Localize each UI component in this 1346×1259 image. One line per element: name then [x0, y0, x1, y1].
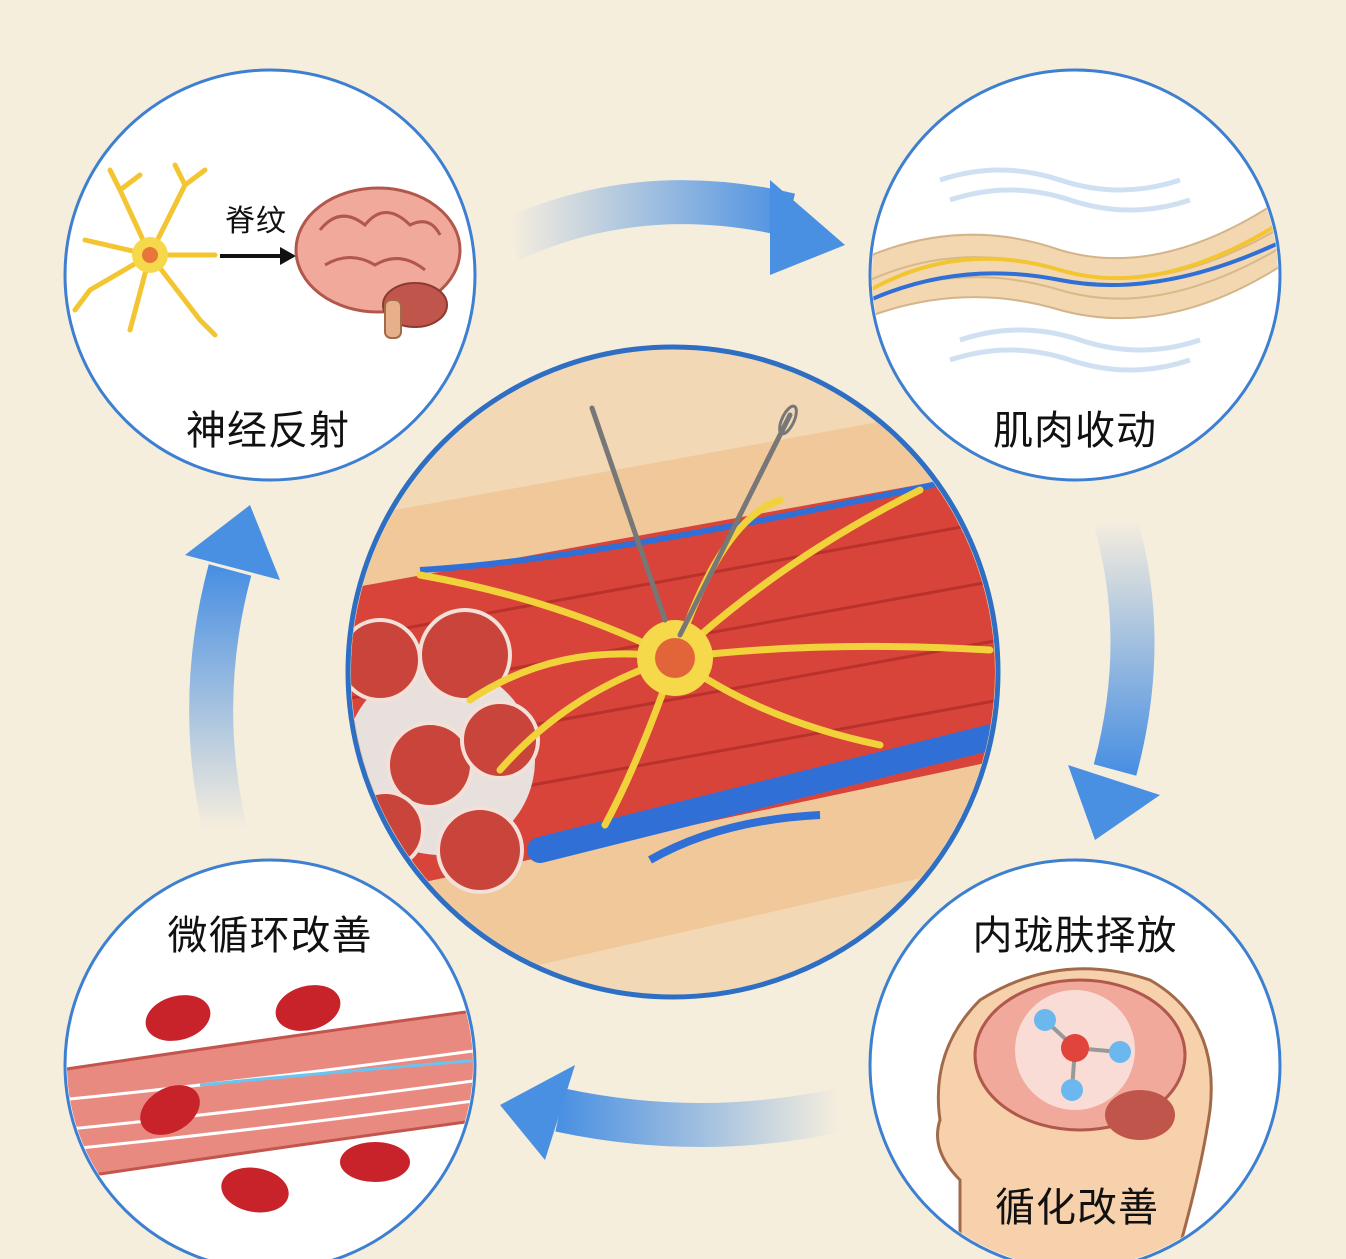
microcirculation-circle: [63, 858, 477, 1259]
endorphin-release-circle: [868, 858, 1282, 1259]
endorphin-release-label: 内珑肤择放: [972, 913, 1178, 959]
blood-vessel: [527, 722, 995, 863]
muscle-contraction-circle: [868, 68, 1282, 482]
acupuncture-center-circle: [345, 344, 1001, 1000]
circulation-improve-label: 循化改善: [995, 1185, 1159, 1231]
acupuncture-needle-icon: [589, 405, 793, 638]
spine-arrow-label: 脊纹: [225, 204, 287, 239]
muscle-contraction-label: 肌肉收动: [993, 408, 1157, 454]
arrow-bottom: [500, 1065, 845, 1160]
neuron-icon: [416, 486, 994, 829]
arrow-left: [185, 505, 280, 835]
nerve-reflex-circle: [63, 68, 477, 482]
neuron-icon: [72, 162, 218, 338]
microcirculation-label: 微循环改善: [167, 913, 373, 959]
nerve-reflex-label: 神经反射: [186, 408, 350, 454]
arrow-top: [500, 180, 845, 275]
arrow-right: [1068, 513, 1160, 840]
brain-icon: [294, 186, 462, 339]
